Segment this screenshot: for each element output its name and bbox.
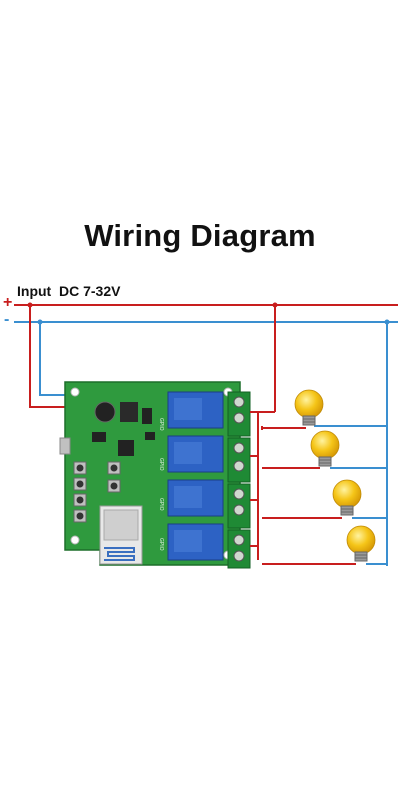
light-bulb-icon <box>294 389 324 426</box>
board-feed-wires <box>27 302 70 408</box>
push-buttons <box>73 461 121 523</box>
usb-port <box>59 437 71 455</box>
positive-symbol: + <box>3 294 13 311</box>
page-title: Wiring Diagram <box>84 218 316 253</box>
input-label-text: Input <box>17 283 52 299</box>
gpio-label-2: GPIO <box>158 458 164 471</box>
output-wires <box>250 411 387 565</box>
screw-terminals <box>227 391 251 569</box>
gpio-label-4: GPIO <box>158 538 164 551</box>
negative-symbol: - <box>4 311 10 328</box>
light-bulb-icon <box>346 525 376 562</box>
gpio-label-1: GPIO <box>158 418 164 431</box>
right-bus-wires <box>258 302 390 566</box>
voltage-regulator <box>120 402 138 422</box>
input-voltage: DC 7-32V <box>59 283 121 299</box>
light-bulb-icon <box>310 430 340 467</box>
gpio-labels: GPIO GPIO GPIO GPIO <box>158 418 164 551</box>
relays <box>167 391 224 561</box>
relay-module-board: GPIO GPIO GPIO GPIO <box>59 381 251 569</box>
capacitor <box>94 401 116 423</box>
gpio-label-3: GPIO <box>158 498 164 511</box>
input-label: Input DC 7-32V <box>17 283 120 299</box>
wifi-module <box>99 505 143 565</box>
light-bulb-icon <box>332 479 362 516</box>
